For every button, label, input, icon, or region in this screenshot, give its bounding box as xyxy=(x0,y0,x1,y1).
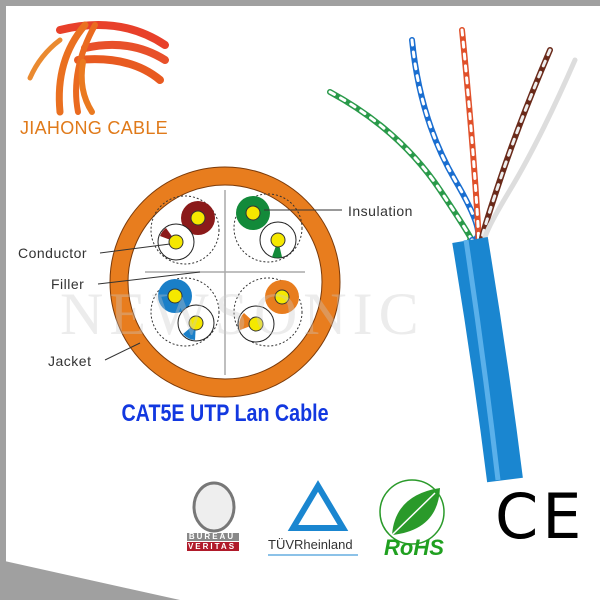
corner-shade xyxy=(0,560,180,600)
jiahong-logo-icon xyxy=(27,21,169,116)
cable-photo xyxy=(327,27,578,483)
pair-brown xyxy=(150,195,220,265)
cable-cross-section xyxy=(97,166,342,398)
bureau-veritas-bottom: VERITAS xyxy=(187,542,237,551)
tuv-logo-icon xyxy=(268,480,358,556)
pair-blue xyxy=(150,277,220,347)
tuv-text: TÜVRheinland xyxy=(268,537,353,552)
bureau-veritas-top: BUREAU xyxy=(188,532,236,541)
rohs-text: RoHS xyxy=(384,535,444,560)
pair-orange xyxy=(233,277,303,347)
label-insulation: Insulation xyxy=(348,203,413,219)
ce-mark: CE xyxy=(495,480,586,553)
pair-green xyxy=(233,193,303,263)
label-conductor: Conductor xyxy=(18,245,88,261)
watermark: NEWSONIC xyxy=(60,281,425,347)
product-title: CAT5E UTP Lan Cable xyxy=(121,400,329,427)
label-filler: Filler xyxy=(51,276,85,292)
rohs-leaf-icon xyxy=(379,479,445,545)
label-jacket: Jacket xyxy=(48,353,92,369)
bureau-veritas-logo-icon xyxy=(187,481,239,551)
brand-name: JIAHONG CABLE xyxy=(20,118,168,138)
